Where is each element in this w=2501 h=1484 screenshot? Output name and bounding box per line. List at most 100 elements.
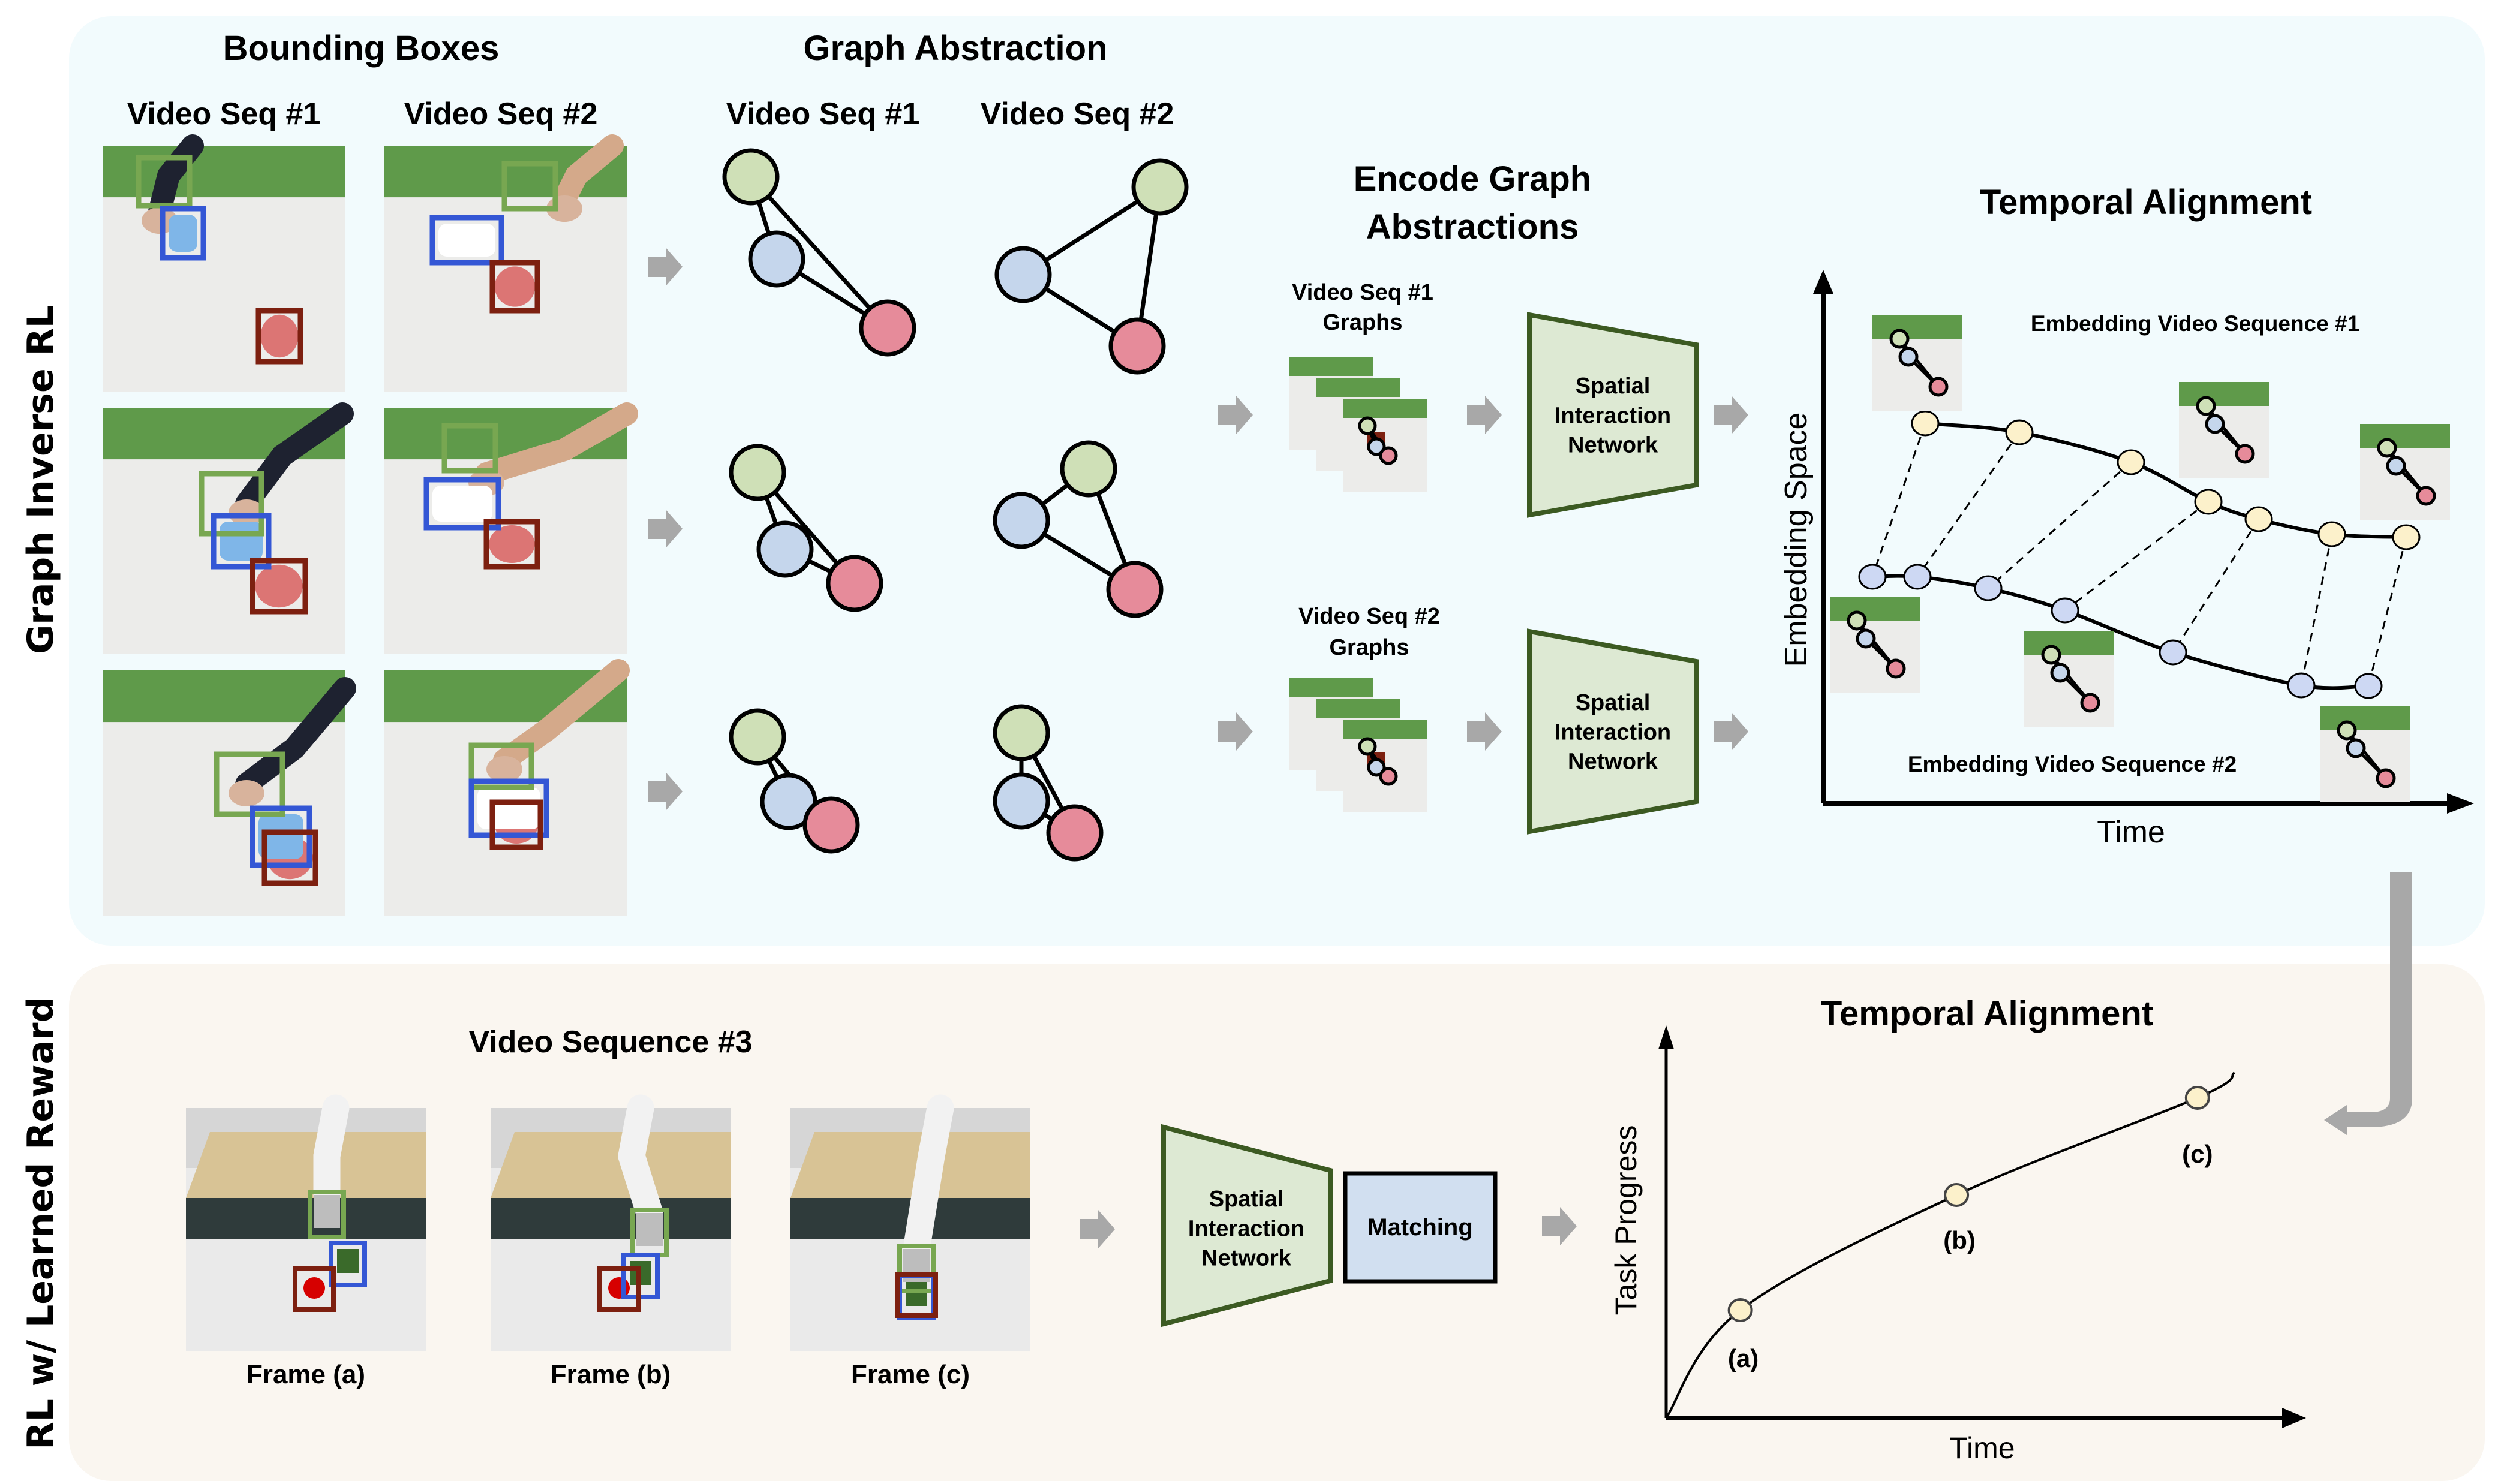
plate-node (1379, 767, 1398, 786)
embedding-seq1-point (2244, 506, 2273, 532)
cup-bounding-box (250, 805, 312, 868)
embedding-seq2-point (1903, 564, 1932, 590)
plate-node (802, 796, 860, 854)
frame-label: Frame (c) (851, 1360, 970, 1389)
cup-bounding-box (160, 206, 206, 261)
bbox-frame-seq2-row1 (384, 134, 627, 392)
plate-object (494, 266, 536, 307)
graph-edge (749, 175, 889, 330)
encode-title-line1: Encode Graph (1354, 159, 1591, 198)
cup-bounding-box (468, 778, 549, 838)
right-arrow-icon (648, 248, 683, 286)
graph-inverse-rl-panel (69, 16, 2485, 946)
embedding-seq1-point (2317, 521, 2346, 547)
gripper-bounding-box (897, 1244, 936, 1293)
hand-bounding-box (136, 155, 193, 209)
hand-node (1889, 329, 1910, 349)
plate-bounding-box (489, 799, 543, 850)
matching-label: Matching (1367, 1214, 1473, 1241)
cup-node (2050, 663, 2070, 683)
bbox-frame-seq2-row2 (384, 402, 638, 654)
cup-node (993, 772, 1050, 830)
graph-column-seq1: Video Seq #1 (726, 97, 920, 131)
embedding-seq2-point (2051, 597, 2079, 624)
encode-title-line2: Abstractions (1366, 207, 1579, 246)
green-backdrop (103, 670, 345, 723)
hand-node (1131, 158, 1189, 216)
gripper (314, 1195, 340, 1228)
embedding-seq1-label: Embedding Video Sequence #1 (2031, 311, 2359, 336)
cup-bounding-box (423, 477, 501, 531)
green-backdrop (103, 146, 345, 198)
thumbnail-backdrop (2320, 706, 2410, 730)
hand-bounding-box (214, 751, 285, 817)
bbox-column-seq2: Video Seq #2 (404, 97, 598, 131)
seq2-graph-stack (1289, 678, 1427, 812)
thumbnail-backdrop (1830, 597, 1920, 621)
temporal-alignment-title-bottom: Temporal Alignment (1821, 994, 2153, 1033)
right-arrow-icon (1218, 396, 1253, 434)
cube-bounding-box (329, 1241, 367, 1287)
graph-seq1-row2 (729, 444, 883, 612)
arm-shape (617, 1094, 663, 1227)
sim-frame-b: Frame (b) (491, 1094, 731, 1389)
bounding-box-frames (103, 134, 638, 916)
target-bounding-box (895, 1272, 938, 1318)
graph-seq2-row1 (994, 158, 1189, 375)
embedding-thumbnail-5 (2024, 631, 2114, 727)
seq1-graphs-label-line2: Graphs (1322, 310, 1402, 335)
alignment-link (2172, 519, 2260, 653)
right-arrow-icon (1080, 1210, 1115, 1248)
sim-table-top (186, 1132, 426, 1198)
thumbnail-backdrop (1289, 678, 1373, 697)
graph-seq1-row1 (722, 148, 916, 357)
progress-y-axis-label: Task Progress (1609, 1125, 1643, 1316)
hand-node (1358, 416, 1377, 435)
cup-node (2346, 738, 2366, 758)
progress-point-c (2184, 1086, 2210, 1110)
feedback-arrow (2324, 872, 2412, 1135)
network-seq1-label-line3: Network (1568, 433, 1658, 458)
embedding-seq2-point (2354, 673, 2383, 699)
thumbnail-backdrop (2360, 424, 2450, 448)
bounding-boxes-title: Bounding Boxes (223, 29, 500, 68)
thumbnail-graph (2377, 438, 2436, 506)
network-seq1-label-line1: Spatial (1576, 374, 1651, 399)
right-arrow-icon (1467, 712, 1502, 751)
sim-table-edge (491, 1198, 731, 1239)
spatial-interaction-network-seq1 (1527, 312, 1699, 518)
plate-object (255, 564, 303, 608)
seq1-graphs-label-line1: Video Seq #1 (1292, 280, 1433, 305)
bbox-frame-seq1-row2 (103, 402, 354, 654)
thumbnail-backdrop (1316, 699, 1400, 718)
video-sequence-3-frames: Frame (a)Frame (b)Frame (c) (186, 1094, 1030, 1389)
thumbnail-backdrop (1343, 720, 1427, 739)
network-bottom-label-line1: Spatial (1209, 1187, 1284, 1212)
thumbnail-backdrop (1316, 378, 1400, 397)
plate-node (2235, 444, 2255, 464)
arm-shape (553, 134, 624, 211)
arm-shape (235, 402, 354, 515)
sim-table-edge (186, 1198, 426, 1239)
alignment-link (1871, 423, 1926, 577)
cup-node (1367, 437, 1386, 456)
hand-node (729, 708, 786, 766)
thumbnail-graph (2196, 396, 2255, 464)
embedding-seq1-point (1911, 410, 1940, 437)
alignment-link (2367, 537, 2407, 687)
progress-y-arrowhead (1658, 1025, 1674, 1049)
x-axis-label: Time (2097, 815, 2165, 850)
thumbnail-graph (1358, 416, 1398, 465)
bbox-frame-seq1-row3 (103, 670, 356, 916)
embedding-thumbnail-1 (1872, 315, 1962, 411)
cup-node (756, 520, 814, 578)
graph-seq1-row3 (729, 708, 860, 854)
target-dot (303, 1277, 325, 1299)
embedding-seq1-point (2117, 449, 2145, 475)
hand-bounding-box (501, 161, 558, 212)
embedding-seq1-point (2392, 524, 2421, 550)
plate-node (1928, 377, 1949, 397)
plate-bounding-box (250, 558, 308, 615)
